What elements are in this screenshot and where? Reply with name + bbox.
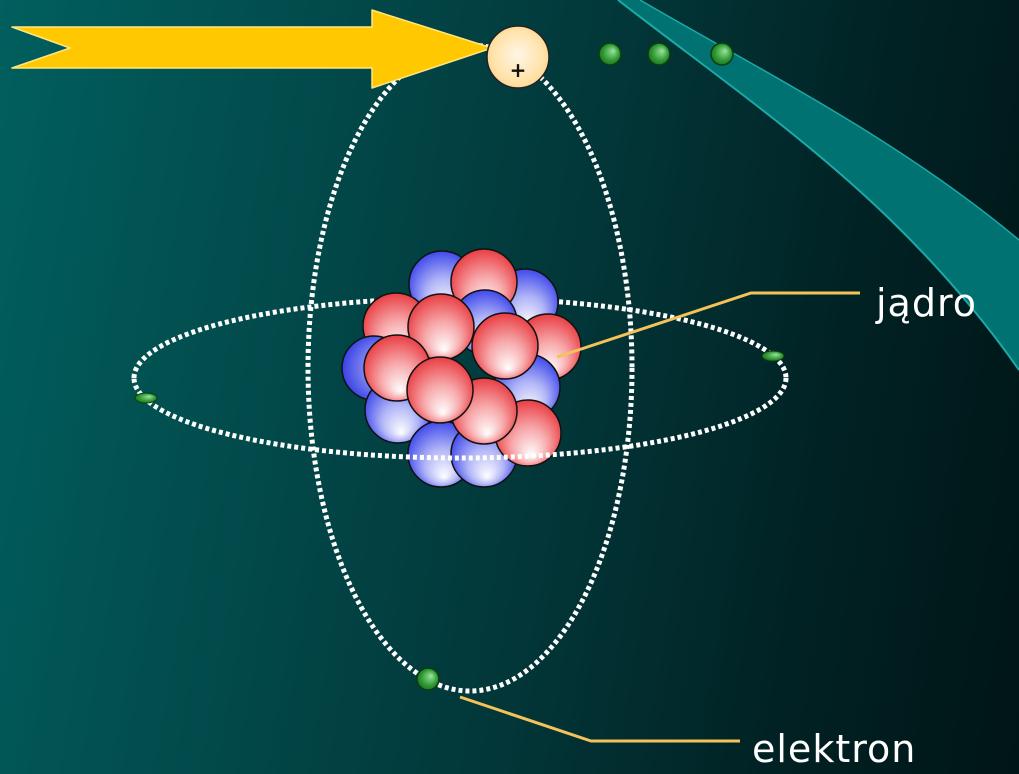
free-electron [710,42,734,66]
electron-on-orbit-left [134,392,158,404]
proton-sphere [406,356,474,424]
nucleus-label: jądro [876,281,978,325]
horizontal-orbit-back [131,295,789,379]
free-electron [598,42,622,66]
nucleus-leader-line [556,291,860,359]
electron-on-orbit-right [761,350,785,362]
electron-on-orbit-bottom [416,667,440,691]
decorative-wave [617,0,1019,371]
horizontal-orbit-front [131,377,789,461]
electron-leader-line [459,695,740,743]
nucleus [341,248,582,488]
vertical-orbit [305,42,635,694]
incoming-proton: + [486,25,550,89]
electron-label: elektron [752,727,917,771]
incoming-arrow [11,9,493,89]
free-electron [647,42,671,66]
proton-sphere [471,312,539,380]
proton-plus-sign: + [510,58,527,82]
